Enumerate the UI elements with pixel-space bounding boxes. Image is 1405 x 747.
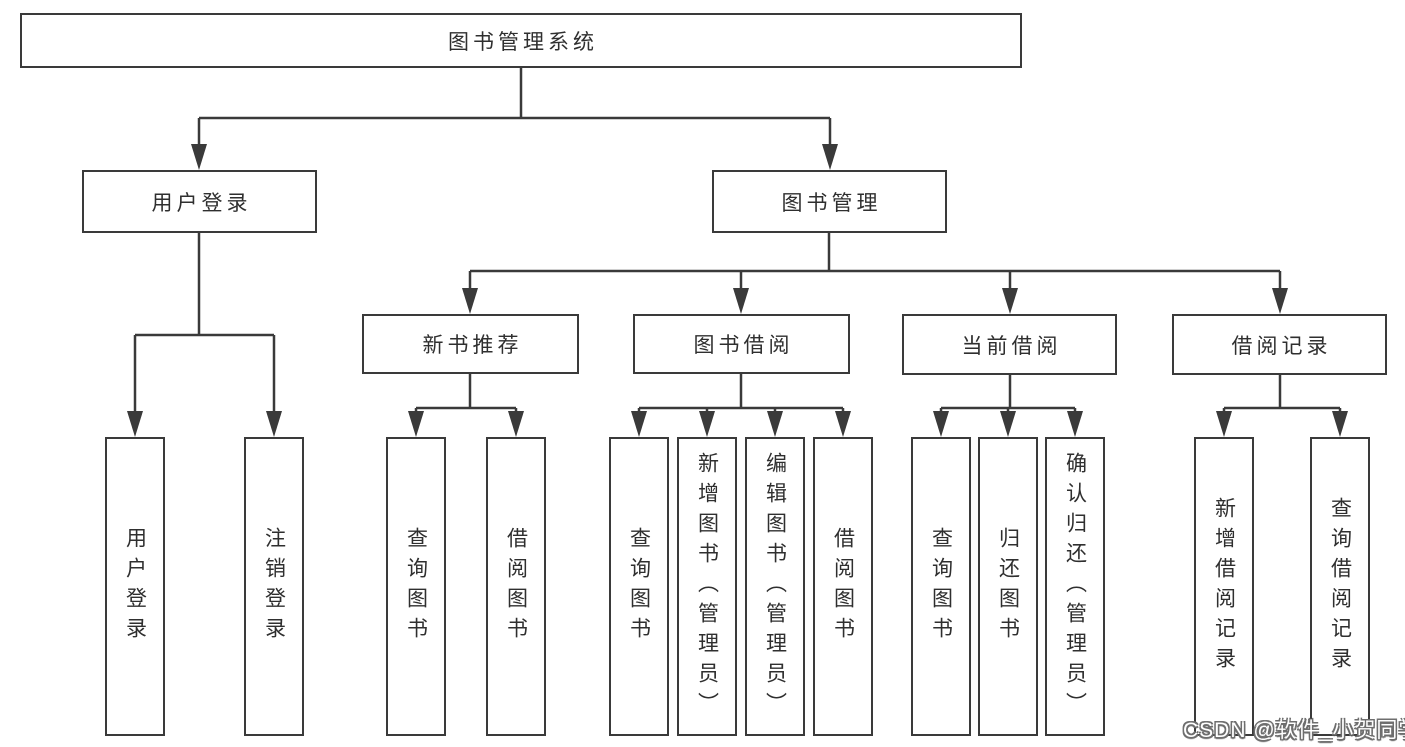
leaf-query-books-recommend: 查询图书 <box>386 437 446 736</box>
leaf-edit-books-admin: 编辑图书（管理员） <box>745 437 805 736</box>
leaf-query-books-borrowing: 查询图书 <box>609 437 669 736</box>
csdn-watermark: CSDN @软件_小贺同学 <box>1183 719 1405 742</box>
node-current-borrowing: 当前借阅 <box>902 314 1117 375</box>
leaf-borrow-books: 借阅图书 <box>813 437 873 736</box>
leaf-logout: 注销登录 <box>244 437 304 736</box>
leaf-query-books-current: 查询图书 <box>911 437 971 736</box>
node-new-book-recommendation: 新书推荐 <box>362 314 579 374</box>
node-book-borrowing: 图书借阅 <box>633 314 850 374</box>
node-user-login: 用户登录 <box>82 170 317 233</box>
node-library-management-system: 图书管理系统 <box>20 13 1022 68</box>
leaf-add-borrow-record: 新增借阅记录 <box>1194 437 1254 736</box>
leaf-query-borrow-record: 查询借阅记录 <box>1310 437 1370 736</box>
connector-paths <box>133 68 1342 416</box>
leaf-return-books: 归还图书 <box>978 437 1038 736</box>
leaf-user-login: 用户登录 <box>105 437 165 736</box>
leaf-confirm-return-admin: 确认归还（管理员） <box>1045 437 1105 736</box>
node-book-management: 图书管理 <box>712 170 947 233</box>
arrowheads <box>127 144 1348 437</box>
leaf-add-books-admin: 新增图书（管理员） <box>677 437 737 736</box>
leaf-borrow-books-recommend: 借阅图书 <box>486 437 546 736</box>
node-borrowing-records: 借阅记录 <box>1172 314 1387 375</box>
